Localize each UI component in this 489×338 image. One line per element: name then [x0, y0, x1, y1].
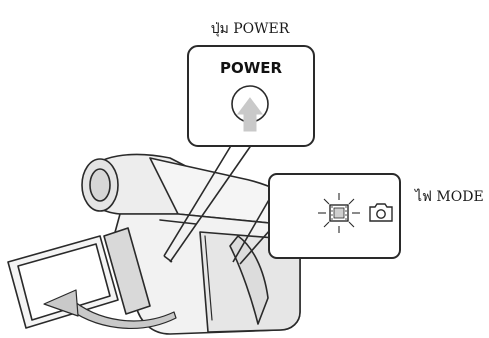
- arrow-up-icon: [237, 97, 263, 132]
- mode-leader-top: [232, 197, 271, 263]
- power-label: ปุ่ม POWER: [211, 21, 290, 37]
- power-leader-left: [163, 143, 233, 257]
- mode-callout-leader: [232, 197, 271, 265]
- power-leader-right: [169, 143, 253, 263]
- curved-arrow-band: [63, 297, 177, 329]
- power-button-text: POWER: [220, 59, 283, 77]
- camera-icon: [369, 203, 393, 222]
- glow-rays: [318, 193, 360, 233]
- power-callout-leader: [163, 143, 253, 263]
- body-detail-line-2: [204, 235, 213, 321]
- power-leader-tip: [163, 255, 173, 263]
- curved-arrow-icon: [43, 289, 177, 329]
- mode-leader-bottom: [239, 229, 271, 265]
- movie-icon: [318, 193, 360, 233]
- body-detail-line: [159, 219, 197, 225]
- lens-inner: [89, 168, 111, 202]
- mode-label: ไฟ MODE: [414, 188, 484, 205]
- camcorder-illustration: [7, 153, 301, 335]
- curved-arrow-head: [43, 289, 79, 317]
- lcd-screen: [17, 243, 111, 321]
- lcd-hinge: [103, 227, 151, 315]
